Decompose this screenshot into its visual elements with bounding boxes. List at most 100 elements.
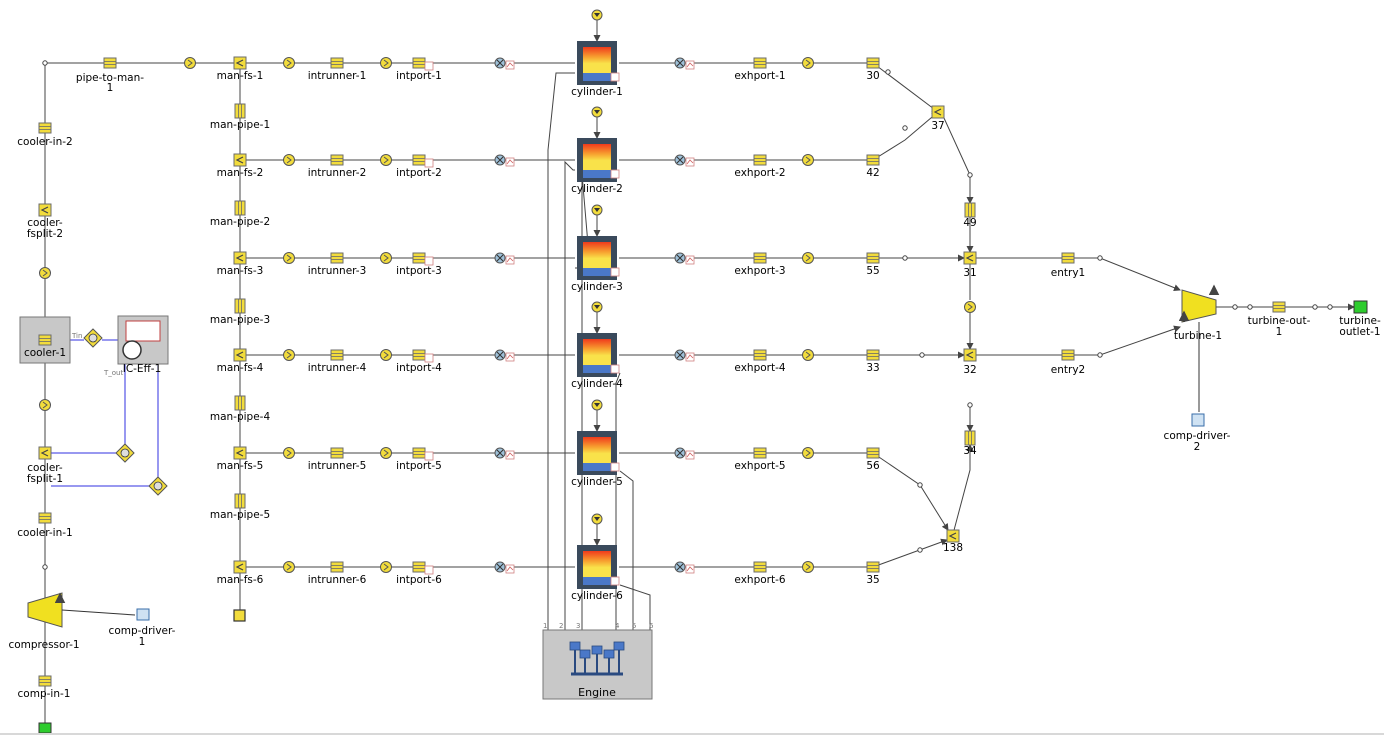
exhaust-valve-icon[interactable] bbox=[674, 349, 695, 362]
comp-in-1-pipe[interactable] bbox=[38, 675, 52, 687]
cooler-fsplit-1-block[interactable] bbox=[38, 446, 52, 460]
turbine-outlet-1-icon[interactable] bbox=[1353, 300, 1368, 314]
orifice-icon[interactable] bbox=[184, 57, 196, 69]
junction-34-pipe[interactable] bbox=[964, 430, 976, 446]
exhaust-end-2-pipe[interactable] bbox=[866, 154, 880, 166]
turbine-out-1-pipe[interactable] bbox=[1272, 301, 1286, 313]
orifice-icon[interactable] bbox=[964, 301, 976, 313]
intrunner-2-pipe[interactable] bbox=[330, 154, 344, 166]
man-fs-1-block[interactable] bbox=[233, 56, 247, 70]
intport-3-pipe[interactable] bbox=[412, 252, 426, 264]
exhport-1-pipe[interactable] bbox=[753, 57, 767, 69]
man-pipe-2-block[interactable] bbox=[234, 200, 246, 216]
exhaust-valve-icon[interactable] bbox=[674, 252, 695, 265]
intport-4-pipe[interactable] bbox=[412, 349, 426, 361]
exhaust-valve-icon[interactable] bbox=[674, 154, 695, 167]
junction-138-block[interactable] bbox=[946, 529, 960, 543]
cooler-fsplit-2-block[interactable] bbox=[38, 203, 52, 217]
intake-valve-icon[interactable] bbox=[494, 154, 515, 167]
cylinder-4-block[interactable] bbox=[576, 332, 620, 378]
injector-icon[interactable] bbox=[591, 9, 603, 21]
intake-valve-icon[interactable] bbox=[494, 447, 515, 460]
exhaust-end-6-pipe[interactable] bbox=[866, 561, 880, 573]
intake-valve-icon[interactable] bbox=[494, 561, 515, 574]
intrunner-5-pipe[interactable] bbox=[330, 447, 344, 459]
injector-icon[interactable] bbox=[591, 204, 603, 216]
cylinder-3-block[interactable] bbox=[576, 235, 620, 281]
exhaust-valve-icon[interactable] bbox=[674, 561, 695, 574]
engine-block[interactable] bbox=[542, 629, 653, 700]
entry1-pipe[interactable] bbox=[1061, 252, 1075, 264]
orifice-icon[interactable] bbox=[802, 561, 814, 573]
cylinder-5-block[interactable] bbox=[576, 430, 620, 476]
turbine-1-block[interactable] bbox=[1181, 289, 1217, 323]
exhaust-end-5-pipe[interactable] bbox=[866, 447, 880, 459]
comp-driver-2-icon[interactable] bbox=[1191, 413, 1205, 427]
exhport-3-pipe[interactable] bbox=[753, 252, 767, 264]
intport-2-pipe[interactable] bbox=[412, 154, 426, 166]
junction-32-block[interactable] bbox=[963, 348, 977, 362]
orifice-icon[interactable] bbox=[283, 447, 295, 459]
exhport-5-pipe[interactable] bbox=[753, 447, 767, 459]
orifice-icon[interactable] bbox=[380, 154, 392, 166]
orifice-icon[interactable] bbox=[380, 349, 392, 361]
orifice-icon[interactable] bbox=[283, 252, 295, 264]
orifice-icon[interactable] bbox=[283, 349, 295, 361]
intport-1-pipe[interactable] bbox=[412, 57, 426, 69]
orifice-icon[interactable] bbox=[802, 252, 814, 264]
man-pipe-4-block[interactable] bbox=[234, 395, 246, 411]
junction-31-block[interactable] bbox=[963, 251, 977, 265]
cooler-in-1-pipe[interactable] bbox=[38, 512, 52, 524]
man-pipe-1-block[interactable] bbox=[234, 103, 246, 119]
intport-5-pipe[interactable] bbox=[412, 447, 426, 459]
exhaust-end-1-pipe[interactable] bbox=[866, 57, 880, 69]
exhport-4-pipe[interactable] bbox=[753, 349, 767, 361]
orifice-icon[interactable] bbox=[380, 57, 392, 69]
intrunner-6-pipe[interactable] bbox=[330, 561, 344, 573]
injector-icon[interactable] bbox=[591, 513, 603, 525]
env-inlet-icon[interactable] bbox=[38, 722, 52, 734]
exhaust-valve-icon[interactable] bbox=[674, 447, 695, 460]
intake-valve-icon[interactable] bbox=[494, 57, 515, 70]
exhaust-end-3-pipe[interactable] bbox=[866, 252, 880, 264]
orifice-icon[interactable] bbox=[380, 447, 392, 459]
orifice-icon[interactable] bbox=[380, 252, 392, 264]
orifice-icon[interactable] bbox=[283, 154, 295, 166]
man-fs-3-block[interactable] bbox=[233, 251, 247, 265]
cylinder-6-block[interactable] bbox=[576, 544, 620, 590]
compressor-1-block[interactable] bbox=[27, 592, 63, 628]
man-fs-2-block[interactable] bbox=[233, 153, 247, 167]
cylinder-2-block[interactable] bbox=[576, 137, 620, 183]
orifice-icon[interactable] bbox=[283, 561, 295, 573]
intake-valve-icon[interactable] bbox=[494, 349, 515, 362]
injector-icon[interactable] bbox=[591, 301, 603, 313]
orifice-icon[interactable] bbox=[283, 57, 295, 69]
exhaust-valve-icon[interactable] bbox=[674, 57, 695, 70]
intrunner-4-pipe[interactable] bbox=[330, 349, 344, 361]
exhaust-end-4-pipe[interactable] bbox=[866, 349, 880, 361]
injector-icon[interactable] bbox=[591, 106, 603, 118]
cylinder-1-block[interactable] bbox=[576, 40, 620, 86]
orifice-icon[interactable] bbox=[39, 399, 51, 411]
cooler-in-2-pipe[interactable] bbox=[38, 122, 52, 134]
manifold-end-cap-icon[interactable] bbox=[233, 609, 246, 622]
man-fs-6-block[interactable] bbox=[233, 560, 247, 574]
orifice-icon[interactable] bbox=[802, 447, 814, 459]
man-pipe-3-block[interactable] bbox=[234, 298, 246, 314]
pipe-to-man-1-pipe[interactable] bbox=[103, 57, 117, 69]
man-fs-5-block[interactable] bbox=[233, 446, 247, 460]
entry2-pipe[interactable] bbox=[1061, 349, 1075, 361]
intrunner-1-pipe[interactable] bbox=[330, 57, 344, 69]
junction-37-block[interactable] bbox=[931, 105, 945, 119]
orifice-icon[interactable] bbox=[380, 561, 392, 573]
comp-driver-1-icon[interactable] bbox=[136, 608, 150, 621]
man-fs-4-block[interactable] bbox=[233, 348, 247, 362]
orifice-icon[interactable] bbox=[802, 154, 814, 166]
exhport-2-pipe[interactable] bbox=[753, 154, 767, 166]
intport-6-pipe[interactable] bbox=[412, 561, 426, 573]
orifice-icon[interactable] bbox=[802, 349, 814, 361]
intrunner-3-pipe[interactable] bbox=[330, 252, 344, 264]
orifice-icon[interactable] bbox=[39, 267, 51, 279]
orifice-icon[interactable] bbox=[802, 57, 814, 69]
intake-valve-icon[interactable] bbox=[494, 252, 515, 265]
